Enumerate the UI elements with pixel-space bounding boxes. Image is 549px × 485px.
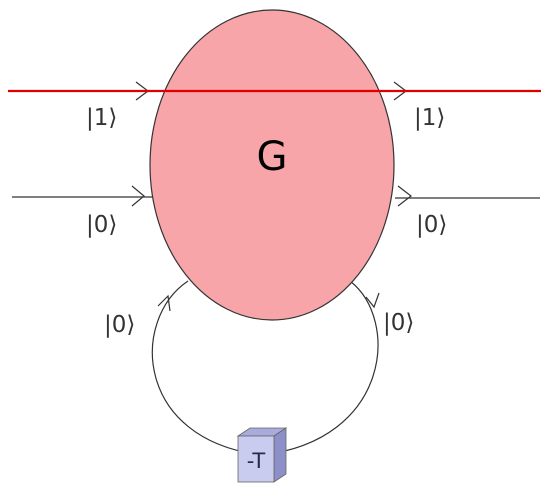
- loop-arrow-out: [365, 292, 380, 309]
- gate-label: G: [257, 134, 288, 180]
- minus-t-element-side: [273, 427, 287, 483]
- state-label-out-top: |1⟩: [414, 105, 445, 131]
- gate-ellipse: [149, 9, 395, 321]
- minus-t-element-label: -T: [247, 449, 266, 473]
- state-label-loop-in: |0⟩: [104, 312, 135, 338]
- loop-arrow-in: [157, 294, 171, 312]
- minus-t-element-face: [237, 435, 275, 483]
- state-label-in-middle: |0⟩: [86, 212, 117, 238]
- output-arrow-middle: [397, 185, 412, 207]
- input-arrow-middle: [131, 185, 145, 207]
- state-label-in-top: |1⟩: [86, 105, 117, 131]
- state-label-loop-out: |0⟩: [383, 310, 414, 336]
- minus-t-element: -T: [236, 427, 288, 483]
- state-label-out-middle: |0⟩: [416, 212, 447, 238]
